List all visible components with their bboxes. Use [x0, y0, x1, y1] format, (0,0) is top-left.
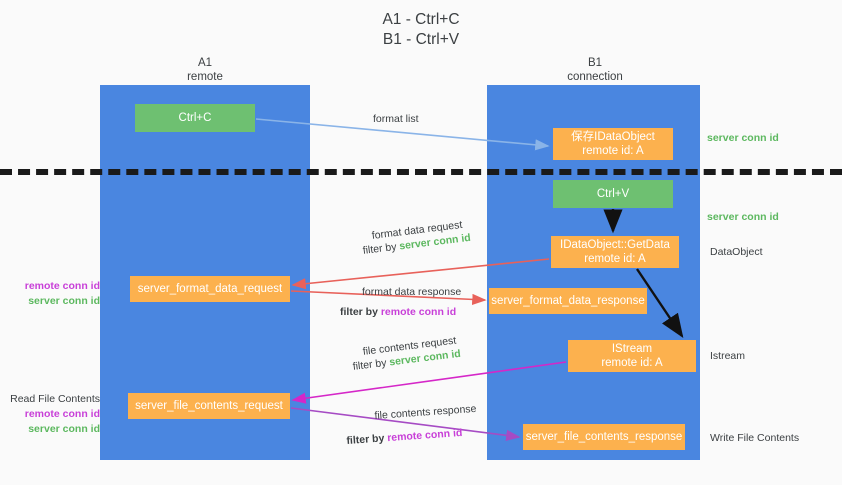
edge-label-format-list: format list [373, 113, 419, 125]
remote-conn-id-text: remote conn id [24, 280, 100, 292]
filter-by-text: filter by [340, 306, 381, 318]
server-conn-id-text: server conn id [28, 295, 100, 307]
node-server-file-contents-request[interactable]: server_file_contents_request [128, 393, 290, 419]
edge-label-file-contents-response: file contents response [374, 402, 477, 422]
server-conn-id-text: server conn id [28, 423, 100, 435]
remote-conn-id-text: remote conn id [380, 306, 457, 318]
node-idataobject-getdata[interactable]: IDataObject::GetData remote id: A [551, 236, 679, 268]
remote-conn-id-text: remote conn id [24, 408, 100, 420]
column-header-a1: A1 remote [187, 57, 223, 83]
column-header-b1: B1 connection [567, 57, 623, 83]
node-istream[interactable]: IStream remote id: A [568, 340, 696, 372]
dashed-divider [0, 169, 842, 175]
side-label-dataobject: DataObject [710, 246, 763, 258]
node-ctrl-c[interactable]: Ctrl+C [135, 104, 255, 132]
side-label-read-file-contents-group: Read File Contents remote conn id server… [8, 392, 100, 437]
node-server-format-data-response[interactable]: server_format_data_response [489, 288, 647, 314]
node-ctrl-v[interactable]: Ctrl+V [553, 180, 673, 208]
read-file-contents-text: Read File Contents [10, 393, 100, 405]
remote-conn-id-text: remote conn id [386, 426, 463, 445]
side-label-server-conn-id-mid: server conn id [707, 211, 779, 223]
filter-by-text: filter by [362, 240, 401, 257]
side-label-istream: Istream [710, 350, 746, 362]
filter-by-text: filter by [352, 356, 391, 373]
side-label-write-file-contents: Write File Contents [710, 432, 800, 444]
filter-by-text: filter by [346, 432, 388, 447]
edge-label-format-data-response: format data response [362, 286, 462, 298]
side-label-server-conn-id-top: server conn id [707, 132, 779, 144]
node-server-format-data-request[interactable]: server_format_data_request [130, 276, 290, 302]
side-label-conn-ids-upper: remote conn id server conn id [8, 279, 100, 309]
diagram-title: A1 - Ctrl+C B1 - Ctrl+V [382, 11, 460, 48]
edge-filter-format-data-response: filter by remote conn id [340, 305, 456, 320]
node-idataobject-create[interactable]: 保存IDataObject remote id: A [553, 128, 673, 160]
edge-filter-file-contents-response: filter by remote conn id [346, 426, 463, 449]
node-server-file-contents-response[interactable]: server_file_contents_response [523, 424, 685, 450]
